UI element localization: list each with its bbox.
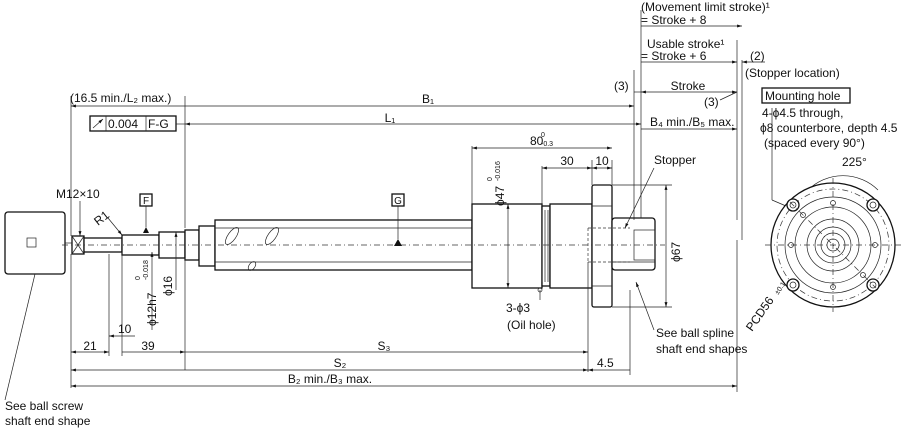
nut-housing-right — [549, 203, 593, 289]
nut-housing — [471, 203, 543, 289]
datum-f-box — [139, 193, 153, 207]
dia16-label: ϕ16 — [161, 276, 175, 296]
dim-30-label: 30 — [560, 154, 574, 168]
dim-80-tol-top: 0 — [541, 132, 545, 139]
dim-39-label: 39 — [141, 339, 155, 353]
usable-stroke-label: Usable stroke¹ — [647, 37, 724, 51]
datum-g-label: G — [394, 196, 402, 207]
tolerance-value: 0.004 — [108, 117, 138, 131]
l1-label: L₁ — [385, 111, 396, 125]
paren-3b-label: (3) — [704, 95, 719, 109]
side-view: F G — [4, 184, 665, 308]
ball-screw-end-square — [26, 237, 37, 248]
stopper-label: Stopper — [654, 153, 696, 167]
dia12h7-tol-bot: -0.018 — [143, 260, 150, 280]
dim-10a-label: 10 — [595, 154, 609, 168]
bottom-dimensions: S₃ 3-ϕ3 (Oil hole) See ball spline shaft… — [4, 240, 747, 428]
oil-hole-count-label: 3-ϕ3 — [506, 301, 530, 315]
dim-80-label: 80 — [530, 134, 544, 148]
left-dimensions: M12×10 R1 ϕ47 0 -0.016 ϕ67 ϕ16 ϕ12h7 0 -… — [56, 161, 683, 388]
stopper-location-label: (Stopper location) — [745, 66, 840, 80]
shaft-slots — [225, 227, 279, 271]
oil-hole-label: (Oil hole) — [507, 318, 556, 332]
s3-label: S₃ — [378, 339, 391, 353]
paren-2-label: (2) — [750, 49, 765, 63]
datum-f-triangle — [143, 227, 149, 233]
mounting-hole-line1: 4-ϕ4.5 through, — [762, 106, 843, 120]
dim-45-label: 4.5 — [597, 356, 614, 370]
datum-g-box — [391, 193, 405, 207]
dim-21-label: 21 — [83, 339, 97, 353]
movement-limit-stroke-label: (Movement limit stroke)¹ — [641, 0, 770, 14]
mounting-flange — [591, 184, 613, 308]
stroke-label: Stroke — [671, 79, 706, 93]
movement-limit-eq-label: = Stroke + 8 — [641, 13, 707, 27]
mounting-hole-box — [761, 87, 851, 104]
dia47-tol-top: 0 — [487, 177, 494, 181]
b1-label: B₁ — [422, 92, 434, 106]
mounting-hole-line2: ϕ8 counterbore, depth 4.5 — [760, 121, 898, 135]
nut-ring — [541, 205, 551, 287]
b2-b3-label: B₂ min./B₃ max. — [288, 372, 372, 386]
dia47-tol-bot: -0.016 — [495, 161, 502, 181]
top-dimensions: (Movement limit stroke)¹ = Stroke + 8 Us… — [70, 0, 840, 240]
mounting-hole-line3: (spaced every 90°) — [764, 136, 865, 150]
pcd-label: PCD56 — [743, 294, 777, 334]
datum-g-triangle — [394, 239, 402, 246]
angle-225-label: 225° — [842, 155, 867, 169]
r1-label: R1 — [91, 208, 112, 229]
paren-3a-label: (3) — [614, 79, 629, 93]
runout-icon — [92, 118, 104, 129]
tolerance-datum: F-G — [148, 117, 169, 131]
mounting-hole-title: Mounting hole — [765, 89, 841, 103]
ball-screw-end-box — [4, 211, 66, 275]
min-max-left-label: (16.5 min./L₂ max.) — [70, 91, 171, 105]
runout-tolerance-frame: 0.004 F-G — [89, 115, 185, 132]
see-screw-line2: shaft end shape — [5, 414, 91, 428]
dia67-label: ϕ67 — [669, 242, 683, 262]
shaft-left-collar — [198, 225, 216, 267]
m12-label: M12×10 — [56, 187, 100, 201]
end-view: Mounting hole 4-ϕ4.5 through, ϕ8 counter… — [743, 87, 901, 334]
usable-stroke-eq-label: = Stroke + 6 — [641, 49, 707, 63]
see-screw-line1: See ball screw — [5, 399, 83, 413]
datum-f-label: F — [143, 196, 149, 207]
dim-80-tol-bot: -0.3 — [541, 141, 553, 148]
dim-10b-label: 10 — [118, 322, 132, 336]
b4-b5-label: B₄ min./B₅ max. — [650, 115, 734, 129]
s2-label: S₂ — [334, 356, 347, 370]
dia47-label: ϕ47 — [493, 186, 507, 206]
see-spline-line2: shaft end shapes — [656, 342, 747, 356]
dia12h7-label: ϕ12h7 — [145, 292, 159, 326]
dia12h7-tol-top: 0 — [135, 276, 142, 280]
see-spline-line1: See ball spline — [656, 326, 734, 340]
